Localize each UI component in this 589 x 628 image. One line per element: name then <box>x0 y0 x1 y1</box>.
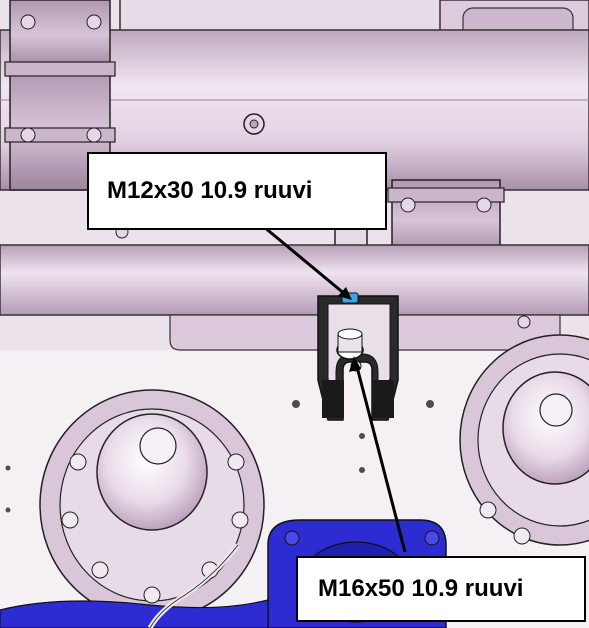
callout-lower-bolt: M16x50 10.9 ruuvi <box>296 556 586 622</box>
callout-upper-bolt-label: M12x30 10.9 ruuvi <box>107 177 313 204</box>
leader-upper <box>257 220 352 300</box>
right-dome <box>459 334 589 546</box>
lower-bolt <box>336 328 364 372</box>
callout-lower-bolt-label: M16x50 10.9 ruuvi <box>318 575 524 602</box>
callout-upper-bolt: M12x30 10.9 ruuvi <box>87 152 387 230</box>
leader-lower <box>349 356 407 553</box>
lower-pipe <box>0 244 589 316</box>
left-dome <box>39 389 265 621</box>
